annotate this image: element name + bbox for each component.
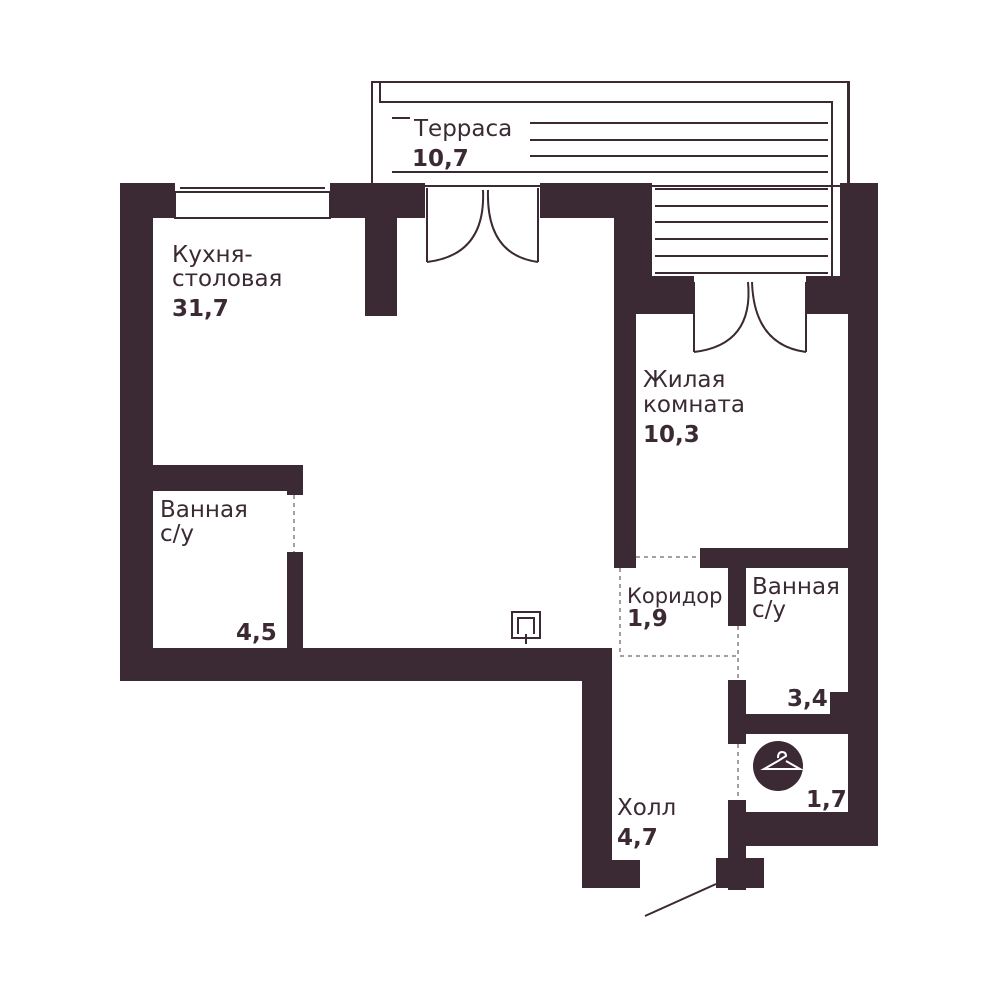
kitchen-window [174,187,331,219]
terrace-deck-lines [392,117,828,274]
outlet-icon [511,611,541,644]
bath-left-name-line1: Ванная [160,497,248,523]
wardrobe-area: 1,7 [806,787,847,813]
hanger-icon [753,741,804,791]
bath-right-name-line1: Ванная [752,574,840,600]
living-terrace-door [693,281,807,353]
terrace-area: 10,7 [412,146,469,172]
hall-name: Холл [617,795,676,821]
terrace [371,81,850,276]
living-name-line1: Жилая [643,367,725,393]
kitchen-terrace-door [426,188,539,263]
bath-right-area: 3,4 [787,686,828,712]
bath-right-name-line2: с/у [752,597,786,623]
walls [120,183,878,890]
kitchen-name-line1: Кухня- [172,242,253,268]
kitchen-name-line2: столовая [172,266,282,292]
corridor-area: 1,9 [627,606,668,632]
terrace-name: Терраса [413,116,512,142]
corridor-name: Коридор [627,584,722,608]
dashed-openings [293,495,739,800]
entrance-door [644,883,717,917]
hall-area: 4,7 [617,825,658,851]
living-area: 10,3 [643,422,700,448]
bath-left-area: 4,5 [236,620,277,646]
kitchen-area: 31,7 [172,296,229,322]
bath-left-name-line2: с/у [160,521,194,547]
living-name-line2: комната [643,392,745,418]
